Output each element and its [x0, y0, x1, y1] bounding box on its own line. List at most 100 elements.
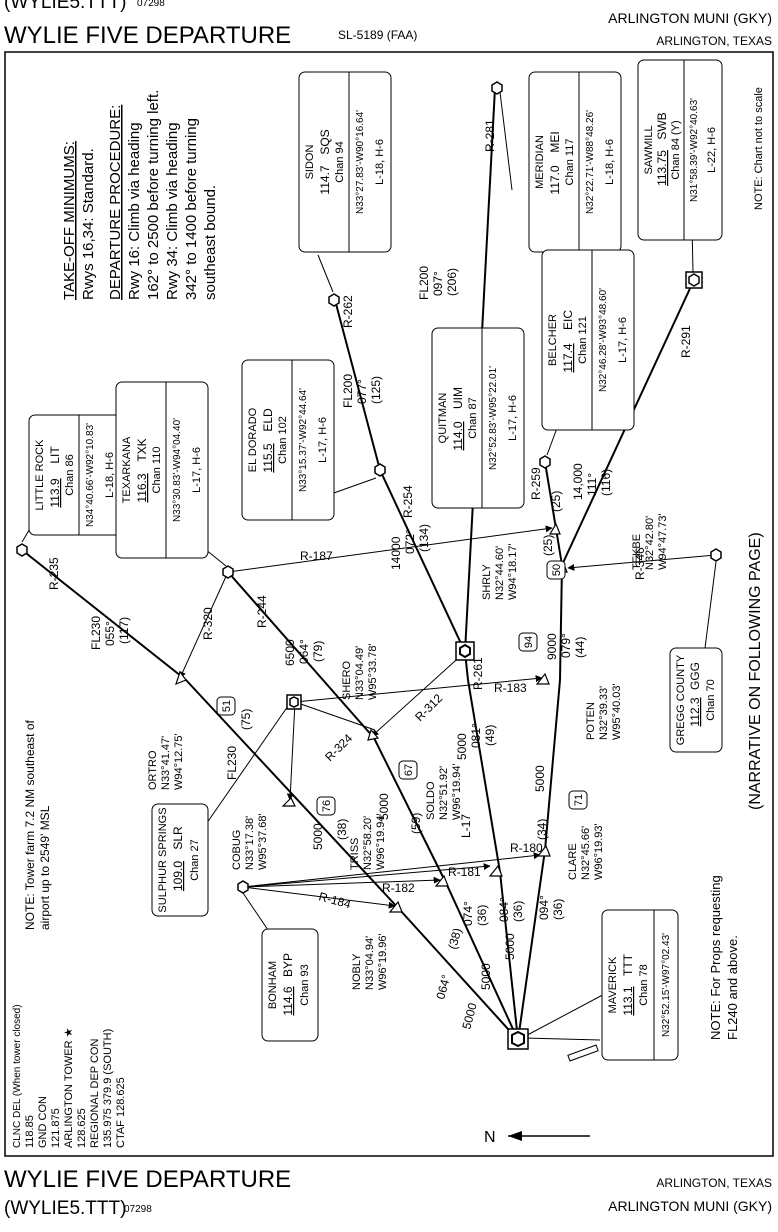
navaid-coords: N32°46.28'-W93°48.60'	[598, 288, 609, 392]
header-computer-code: (WYLIE5.TTT)	[4, 0, 127, 13]
navaid-box-bonham: BONHAM 114.6 BYP Chan 93	[261, 928, 319, 1042]
procedure-line: Rwy 16: Climb via heading	[126, 122, 143, 300]
route-label: R-244	[255, 595, 269, 628]
note-props-1: NOTE: For Props requesting	[708, 875, 723, 1040]
mea-shield-icon: 51	[216, 696, 236, 716]
route-label: 064°	[433, 973, 453, 1001]
chart-frame	[4, 51, 774, 1157]
navaid-coords: N32°52.15'-W97°02.43'	[661, 933, 672, 1037]
navaid-name: QUITMAN	[437, 393, 449, 444]
fix-ortro-icon	[175, 670, 187, 686]
footer-city: ARLINGTON, TEXAS	[656, 1176, 772, 1190]
navaid-ident: UIM	[451, 387, 465, 409]
svg-text:N32°45.66': N32°45.66'	[580, 826, 592, 880]
route-label: (36)	[475, 905, 489, 926]
route-label: 14000	[389, 536, 403, 570]
route-label: 072°	[403, 529, 417, 554]
navaid-coords: N33°30.83'-W94°04.40'	[172, 418, 183, 522]
fix-label-soldo: SOLDO N32°51.92' W96°19.94'	[425, 763, 463, 820]
svg-text:NOBLY: NOBLY	[351, 953, 363, 990]
navaid-name: SIDON	[304, 145, 316, 180]
svg-text:ORTRO: ORTRO	[147, 750, 159, 790]
svg-text:N32°44.60': N32°44.60'	[494, 546, 506, 600]
navaid-freq: 116.3	[135, 473, 149, 502]
note-props-2: FL240 and above.	[725, 935, 740, 1040]
vor-dme-icon	[455, 641, 475, 661]
comm-line: REGIONAL DEP CON	[89, 1039, 101, 1148]
route-label: R-259	[529, 467, 543, 500]
route-label: 094°	[537, 895, 551, 920]
navaid-freq: 115.5	[261, 443, 275, 472]
svg-text:50: 50	[551, 564, 563, 576]
navaid-coords: N31°58.39'-W92°40.63'	[689, 98, 700, 202]
navaid-ident: GGG	[688, 662, 702, 690]
footer-airport: ARLINGTON MUNI (GKY)	[608, 1198, 772, 1214]
route-label: R-261	[471, 657, 485, 690]
svg-text:N33°04.49': N33°04.49'	[354, 646, 366, 700]
svg-text:67: 67	[403, 764, 415, 776]
route-label: R-320	[201, 607, 215, 640]
route-label: R-254	[401, 485, 415, 518]
navaid-chan: Chan 110	[151, 447, 163, 494]
fix-nobly-icon	[388, 900, 403, 913]
note-scale: NOTE: Chart not to scale	[753, 87, 765, 210]
navaid-freq: 112.3	[688, 697, 702, 726]
vortac-icon	[539, 455, 551, 469]
navaid-chan: Chan 70	[705, 679, 717, 721]
navaid-chan: Chan 78	[638, 964, 650, 1006]
fix-soldo-icon	[488, 864, 503, 877]
route-label: (117)	[117, 617, 131, 644]
vortac-icon	[16, 543, 28, 557]
fix-label-cobug: COBUG N33°17.38' W95°37.68'	[231, 813, 269, 870]
navaid-coords: N32°52.83'-W95°22.01'	[488, 366, 499, 470]
route-label: 6500	[283, 639, 297, 666]
svg-text:COBUG: COBUG	[231, 830, 243, 870]
route-label: 5000	[533, 765, 547, 792]
mea-shield-icon: 67	[398, 760, 418, 780]
navaid-freq: 113.1	[621, 986, 635, 1015]
note-tower-2: airport up to 2549' MSL	[38, 805, 52, 930]
route-label: (59)	[409, 813, 423, 834]
route-label: R-312	[412, 691, 445, 724]
navaid-charts: L-18, H-6	[104, 452, 116, 498]
navaid-name: MERIDIAN	[534, 135, 546, 189]
svg-text:76: 76	[321, 800, 333, 812]
navaid-ident: MEI	[548, 131, 562, 152]
route-label: (36)	[511, 901, 525, 922]
route-label: R-183	[494, 681, 527, 695]
route-label: (25)	[541, 535, 555, 556]
runway-icon	[567, 1044, 599, 1062]
svg-text:N32°42.80': N32°42.80'	[644, 516, 656, 570]
navaid-charts: L-17, H-6	[191, 447, 203, 493]
navaid-name: BELCHER	[547, 314, 559, 366]
svg-text:N32°58.20': N32°58.20'	[362, 816, 374, 870]
minimums-text: Rwys 16,34: Standard.	[80, 148, 97, 300]
route-label: (38)	[335, 819, 349, 840]
navaid-name: MAVERICK	[607, 956, 619, 1013]
vor-dme-icon	[685, 271, 703, 289]
vortac-icon	[710, 548, 722, 562]
svg-text:CLARE: CLARE	[567, 843, 579, 880]
navaid-coords: N34°40.66'-W92°10.83'	[85, 423, 96, 527]
navaid-charts: L-18, H-6	[374, 139, 386, 185]
route-label: (206)	[445, 268, 459, 296]
route-label: (125)	[369, 376, 383, 404]
route-label: 084°	[497, 897, 511, 922]
fix-label-poten: POTEN N32°39.33' W95°40.03'	[585, 683, 623, 740]
navaid-freq: 114.6	[281, 986, 295, 1015]
svg-text:N32°39.33': N32°39.33'	[598, 686, 610, 740]
navaid-chan: Chan 86	[64, 454, 76, 496]
route-label: 064°	[297, 639, 311, 664]
comm-line: CTAF 128.625	[115, 1077, 127, 1148]
navaid-freq: 113.9	[48, 478, 62, 507]
svg-text:N33°41.47': N33°41.47'	[160, 736, 172, 790]
navaid-name: LITTLE ROCK	[34, 439, 46, 511]
route-label: (49)	[483, 725, 497, 746]
procedure-line: 342° to 1400 before turning	[183, 118, 200, 300]
navaid-charts: L-22, H-6	[706, 127, 718, 173]
navaid-freq: 114.0	[451, 421, 465, 450]
svg-text:TRISS: TRISS	[349, 838, 361, 870]
mea-shield-icon: 76	[316, 796, 336, 816]
navaid-freq: 117.4	[561, 343, 575, 372]
comm-line: CLNC DEL (When tower closed)	[12, 1004, 23, 1148]
